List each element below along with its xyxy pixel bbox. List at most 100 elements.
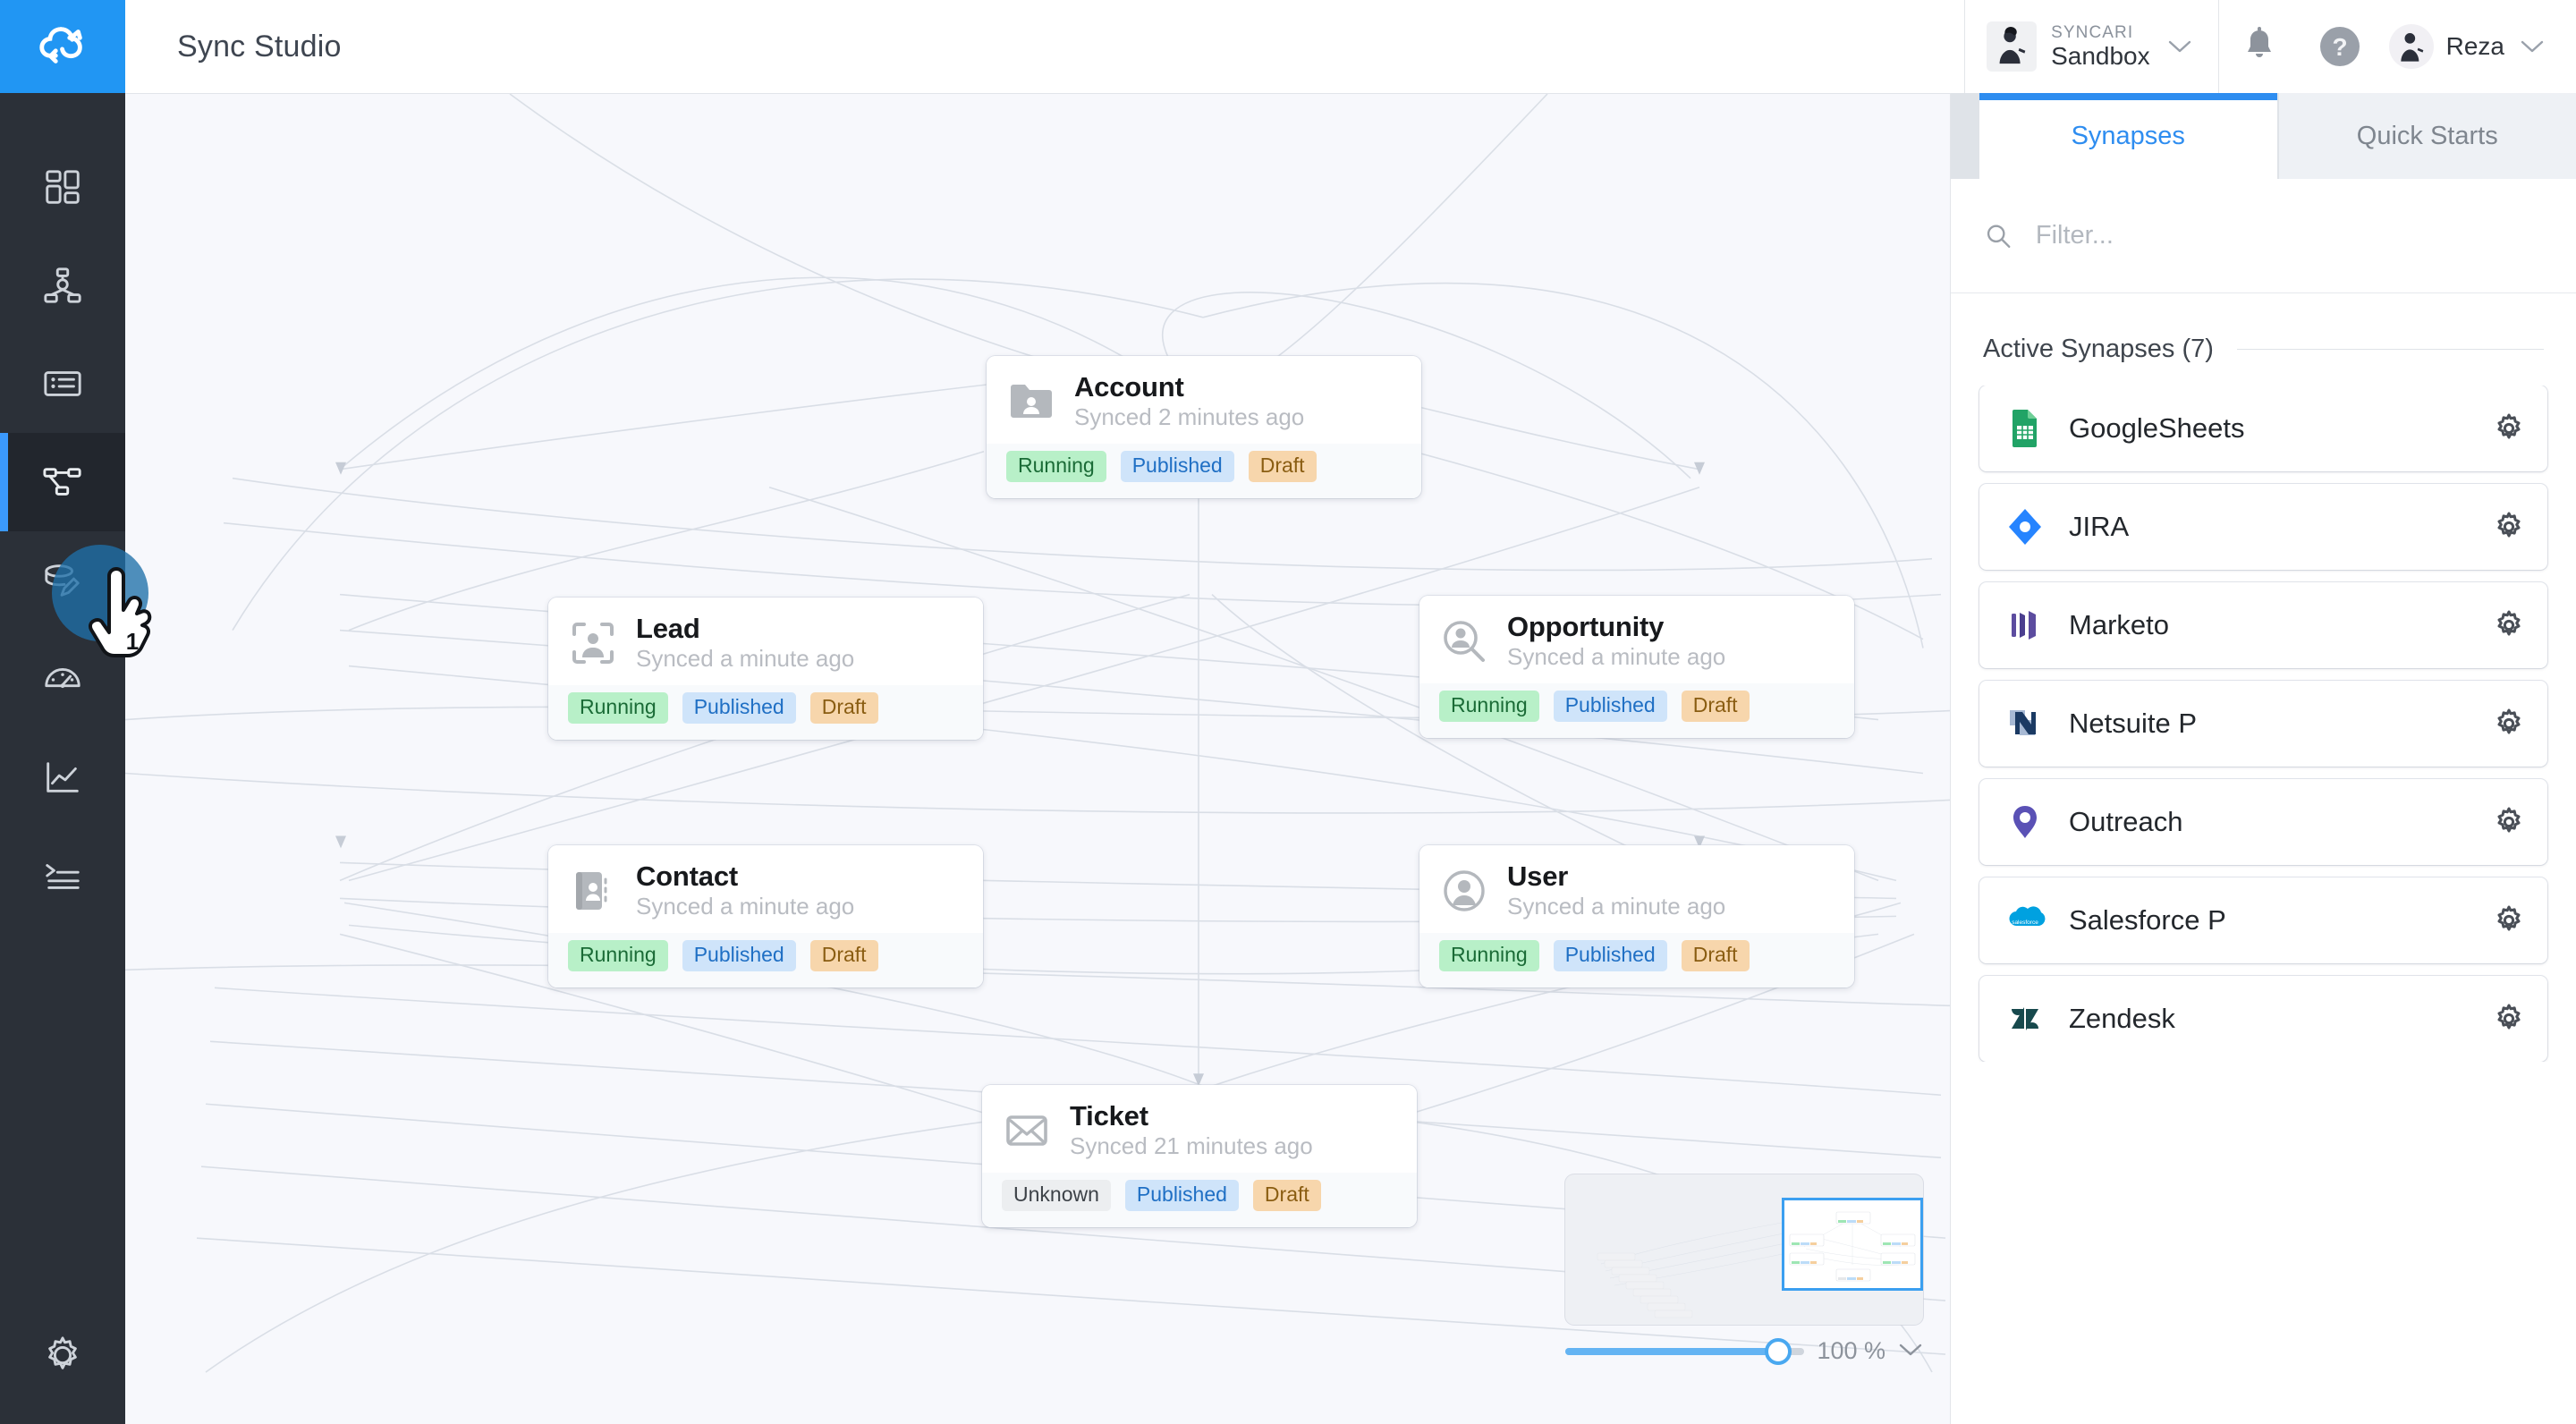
right-panel: Synapses Quick Starts Active Synapses (7… [1950, 93, 2576, 1424]
synapse-item-jira[interactable]: JIRA [1979, 484, 2547, 570]
node-text: Ticket Synced 21 minutes ago [1070, 1101, 1313, 1160]
rail-bottom [0, 1290, 174, 1424]
zendesk-logo-icon [2004, 998, 2046, 1039]
node-text: User Synced a minute ago [1507, 861, 1725, 920]
section-title: Active Synapses (7) [1983, 335, 2214, 363]
terminal-list-icon [46, 864, 80, 889]
tenant-switcher[interactable]: SYNCARI Sandbox [1964, 0, 2219, 93]
sidebar-item-data-editor[interactable] [0, 531, 125, 630]
body: 1 [0, 93, 2576, 1424]
topbar-actions: SYNCARI Sandbox ? [1964, 0, 2576, 93]
sidebar-item-pipelines[interactable] [0, 236, 125, 335]
synapse-item-netsuite-p[interactable]: Netsuite P [1979, 681, 2547, 767]
synapse-item-googlesheets[interactable]: GoogleSheets [1979, 386, 2547, 471]
sidebar-item-insights[interactable] [0, 728, 125, 826]
synapse-name: Marketo [2069, 609, 2169, 640]
zoom-slider[interactable] [1565, 1337, 1805, 1365]
status-badge-draft: Draft [1248, 451, 1317, 483]
minimap[interactable] [1565, 1174, 1923, 1325]
sidebar-item-sync-studio[interactable] [0, 433, 125, 531]
synapse-item-marketo[interactable]: Marketo [1979, 582, 2547, 668]
syncari-cloud-logo-icon [39, 27, 82, 64]
node-subtitle: Synced a minute ago [636, 645, 855, 673]
sidebar-item-dashboard[interactable] [0, 138, 125, 236]
minimap-controls: 100 % [1565, 1174, 1923, 1365]
node-title: Account [1074, 371, 1184, 403]
outreach-logo-icon [2004, 801, 2046, 843]
user-circle-icon [1441, 868, 1487, 914]
tab-synapses[interactable]: Synapses [1979, 93, 2277, 179]
tab-quick-starts[interactable]: Quick Starts [2278, 93, 2576, 179]
gear-icon[interactable] [2494, 807, 2524, 837]
svg-text:?: ? [2332, 33, 2347, 61]
node-title: Contact [636, 860, 738, 892]
notifications-button[interactable] [2219, 0, 2300, 93]
app-logo[interactable] [0, 0, 125, 93]
node-header: Account Synced 2 minutes ago [987, 356, 1421, 445]
folder-user-icon [1008, 378, 1055, 425]
help-button[interactable]: ? [2300, 0, 2380, 93]
synapse-item-salesforce-p[interactable]: salesforce Salesforce P [1979, 877, 2547, 963]
sidebar-item-lists[interactable] [0, 335, 125, 433]
gear-icon[interactable] [2494, 708, 2524, 739]
hierarchy-node-icon [44, 267, 81, 303]
question-circle-icon: ? [2319, 27, 2360, 66]
filter-row [1951, 179, 2576, 293]
line-chart-icon [47, 762, 79, 793]
topbar-spacer [342, 0, 1964, 93]
zoom-slider-knob[interactable] [1765, 1337, 1792, 1365]
minimap-viewport[interactable] [1782, 1198, 1923, 1291]
netsuite-logo-icon [2004, 703, 2046, 744]
node-title: Ticket [1070, 1100, 1148, 1132]
status-badge-draft: Draft [809, 692, 878, 725]
user-name: Reza [2445, 32, 2504, 60]
node-subtitle: Synced a minute ago [1507, 893, 1726, 920]
status-badge-running: Running [1439, 691, 1539, 723]
gear-icon[interactable] [2494, 1004, 2524, 1034]
sidebar-item-logs[interactable] [0, 826, 125, 925]
node-title: Opportunity [1507, 611, 1665, 642]
settings-button[interactable] [42, 1335, 83, 1380]
rail-items [0, 93, 125, 925]
section-divider [2236, 349, 2544, 350]
status-badge-unknown: Unknown [1002, 1180, 1111, 1212]
node-subtitle: Synced 2 minutes ago [1074, 403, 1305, 431]
gear-icon[interactable] [2494, 512, 2524, 542]
synapse-name: Outreach [2069, 806, 2183, 837]
envelope-icon [1004, 1107, 1050, 1154]
synapse-name: Netsuite P [2069, 708, 2198, 739]
status-badge-draft: Draft [1252, 1180, 1321, 1212]
synapse-item-zendesk[interactable]: Zendesk [1979, 976, 2547, 1062]
synapse-item-outreach[interactable]: Outreach [1979, 779, 2547, 865]
node-header: Lead Synced a minute ago [548, 598, 983, 686]
gear-icon[interactable] [2494, 413, 2524, 444]
dashboard-grid-icon [46, 170, 80, 204]
sidebar-item-monitor[interactable] [0, 630, 125, 728]
lead-scan-icon [570, 620, 616, 666]
node-subtitle: Synced 21 minutes ago [1070, 1132, 1313, 1160]
status-badge-published: Published [682, 692, 796, 725]
node-text: Account Synced 2 minutes ago [1074, 372, 1304, 431]
node-text: Contact Synced a minute ago [636, 861, 854, 920]
gear-icon[interactable] [2494, 905, 2524, 936]
jira-logo-icon [2004, 506, 2046, 547]
user-menu[interactable]: Reza [2380, 24, 2576, 69]
status-badge-published: Published [1553, 691, 1667, 723]
search-input[interactable] [2035, 221, 2542, 250]
panel-tabs: Synapses Quick Starts [1951, 93, 2576, 179]
salesforce-logo-icon: salesforce [2004, 900, 2046, 941]
tenant-org: SYNCARI [2051, 22, 2134, 42]
gear-icon[interactable] [2494, 610, 2524, 640]
chevron-down-icon[interactable] [1898, 1339, 1923, 1364]
sync-studio-graph-icon [43, 468, 81, 496]
